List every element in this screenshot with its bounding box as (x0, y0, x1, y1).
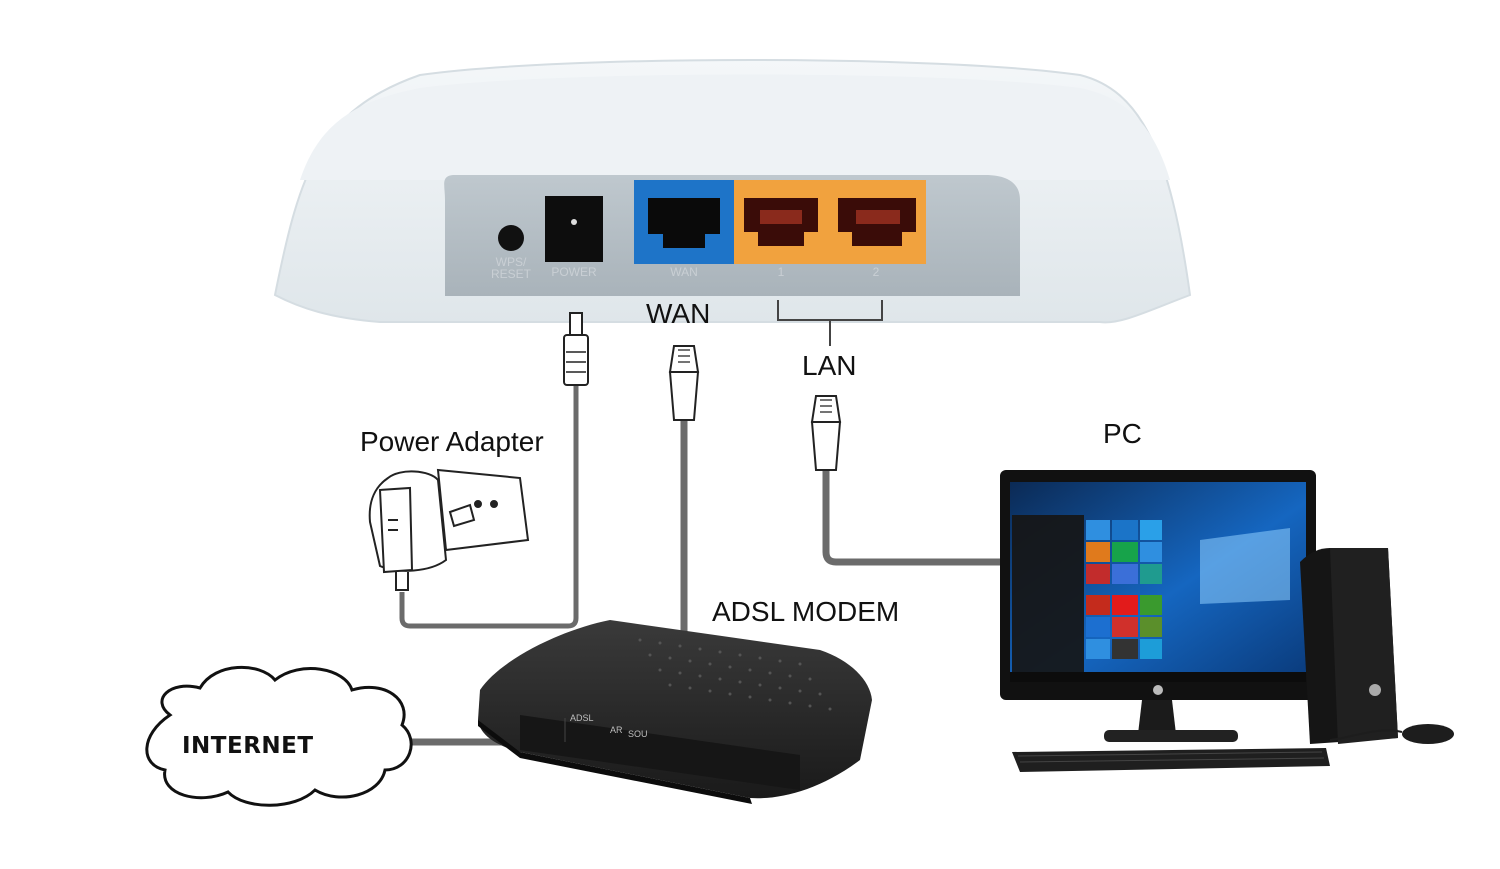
hp-logo-icon (1153, 685, 1163, 695)
lan-cable (822, 470, 1008, 566)
hp-tower-logo-icon (1369, 684, 1381, 696)
pc (1000, 470, 1454, 772)
internet-cloud-icon (145, 666, 413, 807)
wan-label: WAN (646, 298, 711, 329)
router (273, 59, 1192, 324)
wan-port-label: WAN (670, 265, 698, 279)
lan2-port-label: 2 (872, 265, 880, 279)
modem-adsl-led-label: ADSL (570, 713, 594, 723)
modem-vent-dots (638, 638, 832, 711)
power-cable (399, 385, 579, 629)
lan-rj45-plug-icon (810, 395, 842, 471)
modem-ar-led-label: AR (610, 725, 623, 735)
dc-plug-icon (563, 312, 589, 386)
power-adapter-icon (368, 468, 530, 591)
adsl-modem-label: ADSL MODEM (712, 596, 900, 627)
power-adapter-label: Power Adapter (360, 426, 544, 457)
pc-label: PC (1103, 418, 1142, 449)
lan-bracket (777, 300, 883, 346)
wall-socket-icon (436, 468, 530, 552)
adsl-modem (478, 620, 872, 804)
wps-reset-port-label: WPS/ RESET (490, 255, 531, 281)
wan-rj45-plug-icon (668, 345, 700, 421)
power-port-label: POWER (551, 265, 597, 279)
power-jack (545, 196, 603, 262)
internet-label: INTERNET (182, 733, 314, 759)
modem-sou-led-label: SOU (628, 729, 648, 739)
lan-label: LAN (802, 350, 857, 381)
windows-logo-icon (1200, 528, 1290, 604)
lan1-port-label: 1 (777, 265, 785, 279)
mouse (1402, 724, 1454, 744)
wps-reset-button (498, 225, 524, 251)
